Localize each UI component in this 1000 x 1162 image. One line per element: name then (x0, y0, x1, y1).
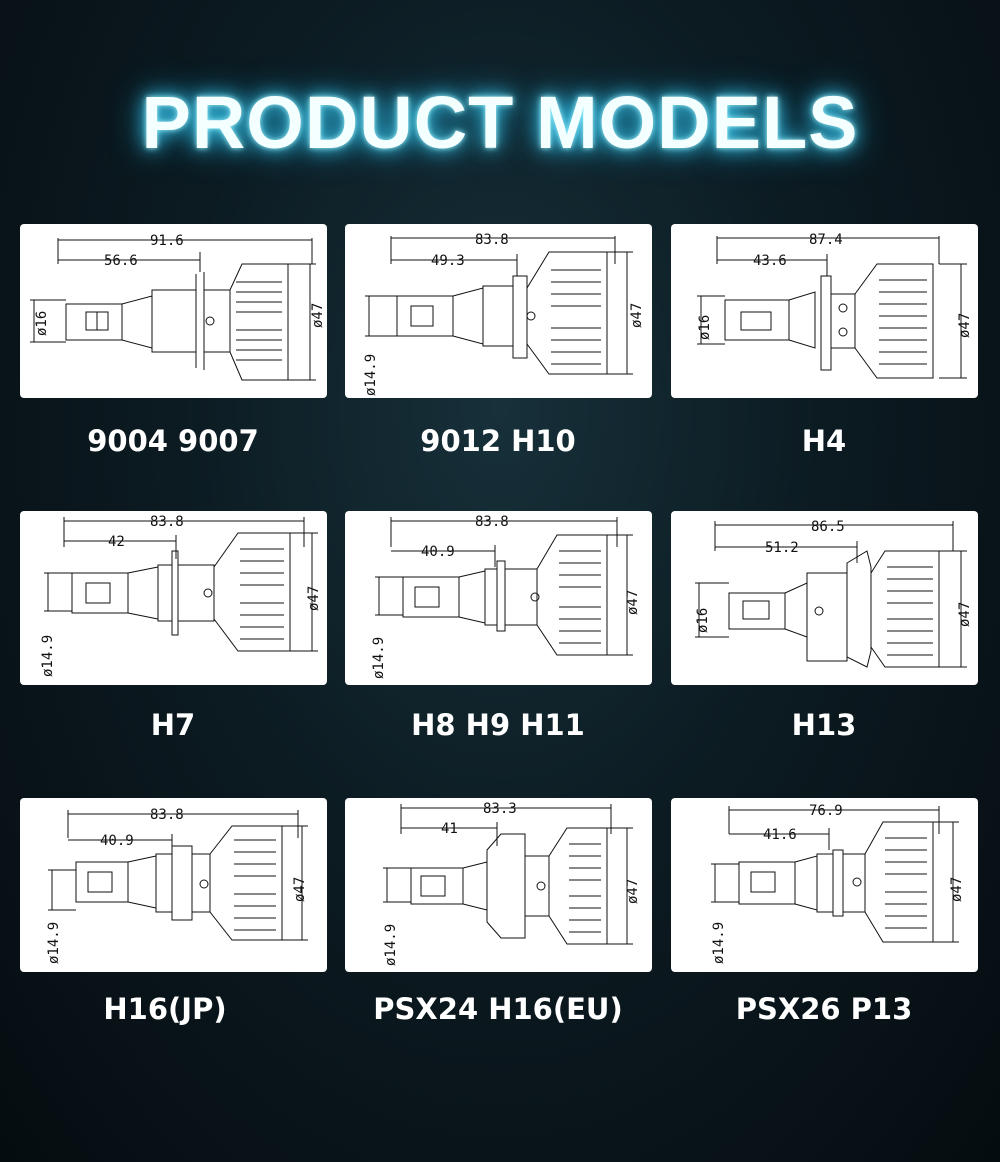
bulb-diagram: 87.4 43.6 ø47 ø16 (697, 232, 973, 379)
bulb-diagram: 83.8 42 ø47 ø14.9 (40, 514, 322, 677)
diagram-card-9004-9007[interactable]: 91.6 56.6 ø47 ø16 (20, 224, 327, 398)
dim-base: 41 (441, 821, 458, 837)
dim-base: 43.6 (753, 253, 787, 269)
bulb-diagram: 83.8 40.9 ø47 ø14.9 (371, 514, 641, 679)
dim-chip: ø14.9 (711, 922, 727, 964)
dim-chip: ø16 (34, 311, 50, 336)
dim-length: 83.8 (475, 514, 509, 530)
dim-chip: ø16 (695, 608, 711, 633)
diagram-card-psx26-p13[interactable]: 76.9 41.6 ø47 ø14.9 (671, 798, 978, 972)
dim-length: 83.8 (150, 807, 184, 823)
model-label: H16(JP) (103, 992, 227, 1026)
dim-chip: ø14.9 (371, 637, 387, 679)
dim-base: 41.6 (763, 827, 797, 843)
model-label: H4 (801, 424, 847, 458)
dim-diameter: ø47 (310, 303, 326, 328)
dim-diameter: ø47 (625, 879, 641, 904)
model-label: H7 (150, 708, 196, 742)
dim-diameter: ø47 (957, 602, 973, 627)
dim-base: 40.9 (421, 544, 455, 560)
dim-diameter: ø47 (625, 590, 641, 615)
dim-chip: ø16 (697, 315, 713, 340)
model-label: 9004 9007 (87, 424, 259, 458)
model-label: H13 (791, 708, 857, 742)
dim-base: 49.3 (431, 253, 465, 269)
dim-length: 76.9 (809, 803, 843, 819)
dim-diameter: ø47 (306, 586, 322, 611)
bulb-diagram: 83.3 41 ø47 ø14.9 (383, 801, 641, 966)
bulb-diagram: 86.5 51.2 ø47 ø16 (695, 519, 973, 668)
bulb-diagram: 91.6 56.6 ø47 ø16 (30, 233, 326, 381)
dim-chip: ø14.9 (40, 635, 56, 677)
dim-length: 83.8 (150, 514, 184, 530)
model-label: H8 H9 H11 (411, 708, 585, 742)
dim-chip: ø14.9 (363, 354, 379, 396)
dim-diameter: ø47 (949, 877, 965, 902)
dim-diameter: ø47 (292, 877, 308, 902)
bulb-diagram: 83.8 49.3 ø47 ø14.9 (363, 232, 645, 396)
model-label: PSX24 H16(EU) (373, 992, 623, 1026)
model-label: 9012 H10 (420, 424, 576, 458)
dim-length: 83.8 (475, 232, 509, 248)
dim-base: 40.9 (100, 833, 134, 849)
dim-length: 83.3 (483, 801, 517, 817)
dim-base: 51.2 (765, 540, 799, 556)
diagram-card-h13[interactable]: 86.5 51.2 ø47 ø16 (671, 511, 978, 685)
diagram-card-h16-jp[interactable]: 83.8 40.9 ø47 ø14.9 (20, 798, 327, 972)
dim-base: 56.6 (104, 253, 138, 269)
bulb-diagram: 83.8 40.9 ø47 ø14.9 (46, 807, 308, 964)
dim-length: 86.5 (811, 519, 845, 535)
dim-length: 91.6 (150, 233, 184, 249)
dim-diameter: ø47 (629, 303, 645, 328)
page-title: PRODUCT MODELS (141, 81, 859, 164)
dim-chip: ø14.9 (46, 922, 62, 964)
dim-chip: ø14.9 (383, 924, 399, 966)
dim-diameter: ø47 (957, 313, 973, 338)
model-label: PSX26 P13 (735, 992, 913, 1026)
diagram-card-h4[interactable]: 87.4 43.6 ø47 ø16 (671, 224, 978, 398)
diagram-card-h8-h9-h11[interactable]: 83.8 40.9 ø47 ø14.9 (345, 511, 652, 685)
bulb-diagram: 76.9 41.6 ø47 ø14.9 (711, 803, 965, 964)
diagram-card-9012-h10[interactable]: 83.8 49.3 ø47 ø14.9 (345, 224, 652, 398)
diagram-card-h7[interactable]: 83.8 42 ø47 ø14.9 (20, 511, 327, 685)
dim-length: 87.4 (809, 232, 843, 248)
diagram-card-psx24-h16-eu[interactable]: 83.3 41 ø47 ø14.9 (345, 798, 652, 972)
dim-base: 42 (108, 534, 125, 550)
